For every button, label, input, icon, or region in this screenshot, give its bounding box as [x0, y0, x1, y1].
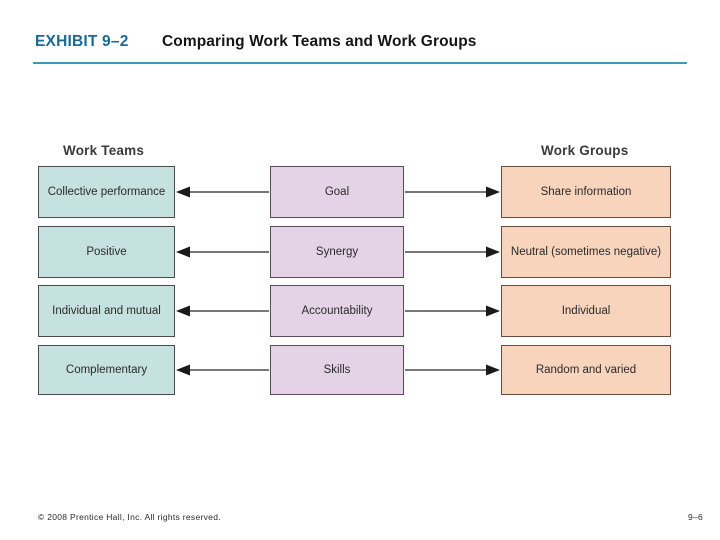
- arrow-left-icon-row-2: [176, 246, 269, 258]
- work-groups-box-synergy: Neutral (sometimes negative): [501, 226, 671, 278]
- arrow-right-icon-row-3: [405, 305, 500, 317]
- arrow-left-icon-row-1: [176, 186, 269, 198]
- work-groups-box-accountability: Individual: [501, 285, 671, 337]
- criterion-box-skills: Skills: [270, 345, 404, 395]
- exhibit-label: EXHIBIT 9–2: [35, 33, 129, 50]
- arrow-right-icon-row-1: [405, 186, 500, 198]
- work-teams-box-accountability: Individual and mutual: [38, 285, 175, 337]
- work-teams-box-synergy: Positive: [38, 226, 175, 278]
- criterion-box-accountability: Accountability: [270, 285, 404, 337]
- slide-header: EXHIBIT 9–2 Comparing Work Teams and Wor…: [0, 0, 720, 70]
- page-number: 9–6: [688, 512, 704, 522]
- work-groups-box-skills: Random and varied: [501, 345, 671, 395]
- work-teams-box-goal: Collective performance: [38, 166, 175, 218]
- column-header-work-teams: Work Teams: [63, 143, 145, 158]
- criterion-box-synergy: Synergy: [270, 226, 404, 278]
- header-divider: [33, 62, 687, 64]
- page-title: Comparing Work Teams and Work Groups: [162, 33, 477, 50]
- copyright-notice: © 2008 Prentice Hall, Inc. All rights re…: [38, 512, 221, 522]
- arrow-right-icon-row-2: [405, 246, 500, 258]
- arrow-left-icon-row-3: [176, 305, 269, 317]
- work-teams-box-skills: Complementary: [38, 345, 175, 395]
- work-groups-box-goal: Share information: [501, 166, 671, 218]
- arrow-right-icon-row-4: [405, 364, 500, 376]
- column-header-work-groups: Work Groups: [541, 143, 629, 158]
- criterion-box-goal: Goal: [270, 166, 404, 218]
- arrow-left-icon-row-4: [176, 364, 269, 376]
